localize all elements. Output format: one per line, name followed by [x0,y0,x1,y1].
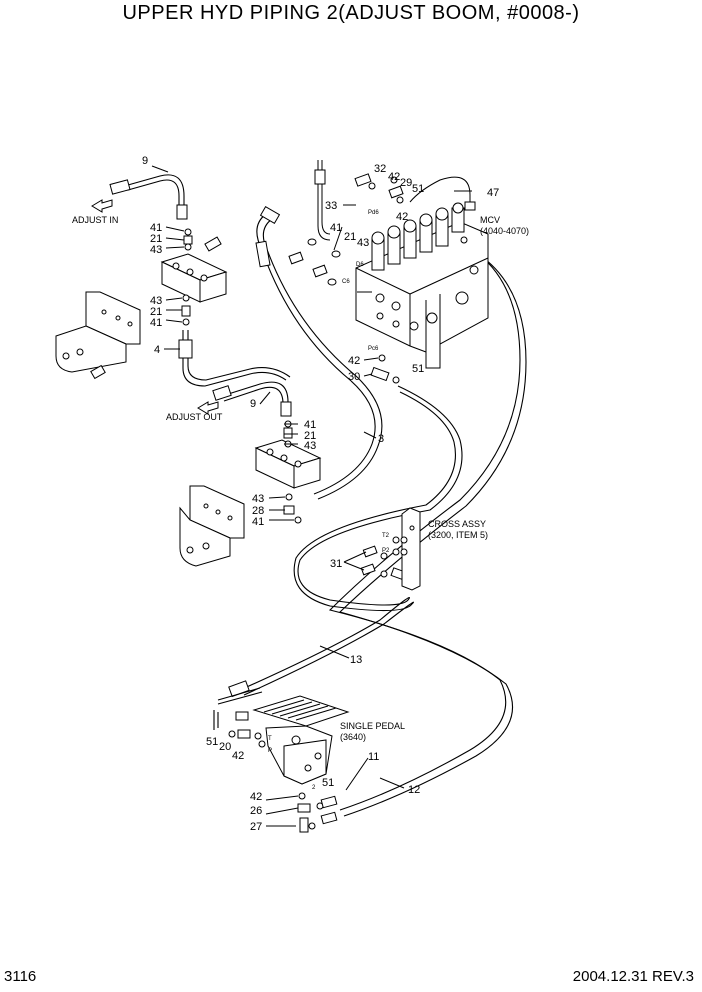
callout-3: 3 [378,433,384,445]
adjust-in-bracket [55,291,141,380]
port-pd6: Pd6 [368,210,379,216]
callout-31: 31 [330,558,342,570]
callout-41: 41 [150,222,162,234]
callout-numbers: 9 41 21 43 43 21 41 4 9 41 21 43 3 43 28… [142,155,499,833]
callout-42: 42 [232,750,244,762]
note-cross-assy: CROSS ASSY [428,519,486,529]
callout-20: 20 [219,741,231,753]
port-c6: C6 [342,279,350,285]
adjust-in-arrow-icon [91,199,113,213]
callout-42: 42 [396,211,408,223]
callout-51: 51 [412,363,424,375]
adjust-out-block [254,439,322,489]
line-47 [409,176,476,211]
callout-21: 21 [304,430,316,442]
note-mcv: MCV [480,215,500,225]
leader-lines [151,165,472,827]
note-mcv-ref: (4040-4070) [480,226,529,236]
line-33 [314,160,331,241]
callout-43: 43 [150,295,162,307]
cross-assy [392,507,421,591]
callout-13: 13 [350,654,362,666]
callout-9: 9 [142,155,148,167]
fittings [181,173,408,581]
callout-33: 33 [325,200,337,212]
port-d6: D6 [356,262,364,268]
callout-41: 41 [252,516,264,528]
hose-9-lower [212,381,292,417]
callout-43: 43 [150,244,162,256]
hose-3 [255,205,383,500]
callout-51: 51 [206,736,218,748]
hose-4 [178,330,291,387]
callout-27: 27 [250,821,262,833]
note-single-pedal: SINGLE PEDAL [340,721,405,731]
page-title: UPPER HYD PIPING 2(ADJUST BOOM, #0008-) [122,2,580,24]
callout-21: 21 [150,233,162,245]
revision-info: 2004.12.31 REV.3 [572,968,694,985]
callout-21: 21 [150,306,162,318]
note-cross-assy-ref: (3200, ITEM 5) [428,530,488,540]
callout-51: 51 [412,183,424,195]
notes: ADJUST IN ADJUST OUT MCV (4040-4070) CRO… [72,215,529,742]
note-adjust-out: ADJUST OUT [166,412,223,422]
callout-11: 11 [368,751,379,763]
callout-26: 26 [250,805,262,817]
callout-28: 28 [252,505,264,517]
port-t2: T2 [382,533,390,539]
callout-30: 30 [348,371,360,383]
callout-43: 43 [252,493,264,505]
note-single-pedal-ref: (3640) [340,732,366,742]
port-pc6: Pc6 [368,346,379,352]
port-p: P [268,748,272,754]
page-number: 3116 [4,968,37,985]
port-p2: P2 [382,548,390,554]
note-adjust-in: ADJUST IN [72,215,118,225]
callout-41: 41 [330,222,342,234]
callout-41: 41 [304,419,316,431]
callout-4: 4 [154,344,160,356]
callout-32: 32 [374,163,386,175]
callout-42: 42 [250,791,262,803]
hose-11-12 [213,247,527,817]
hose-13 [228,385,463,698]
adjust-in-block [160,236,228,303]
adjust-out-arrow-icon [197,401,219,415]
callout-29: 29 [400,177,412,189]
callout-51: 51 [322,777,334,789]
callout-43: 43 [357,237,369,249]
callout-43: 43 [304,440,316,452]
callout-41: 41 [150,317,162,329]
callout-9: 9 [250,398,256,410]
callout-42: 42 [388,171,400,183]
callout-42: 42 [348,355,360,367]
callout-47: 47 [487,187,499,199]
hose-9-upper [109,174,188,220]
callout-12: 12 [408,784,420,796]
mcv-valve [355,202,489,369]
single-pedal [228,695,350,833]
callout-21: 21 [344,231,356,243]
port-t: T [268,736,272,742]
adjust-out-bracket [179,485,245,567]
port-2: 2 [312,785,316,791]
port-labels: Pd6 D6 C6 Pc6 T2 P2 T P 2 [268,210,390,791]
